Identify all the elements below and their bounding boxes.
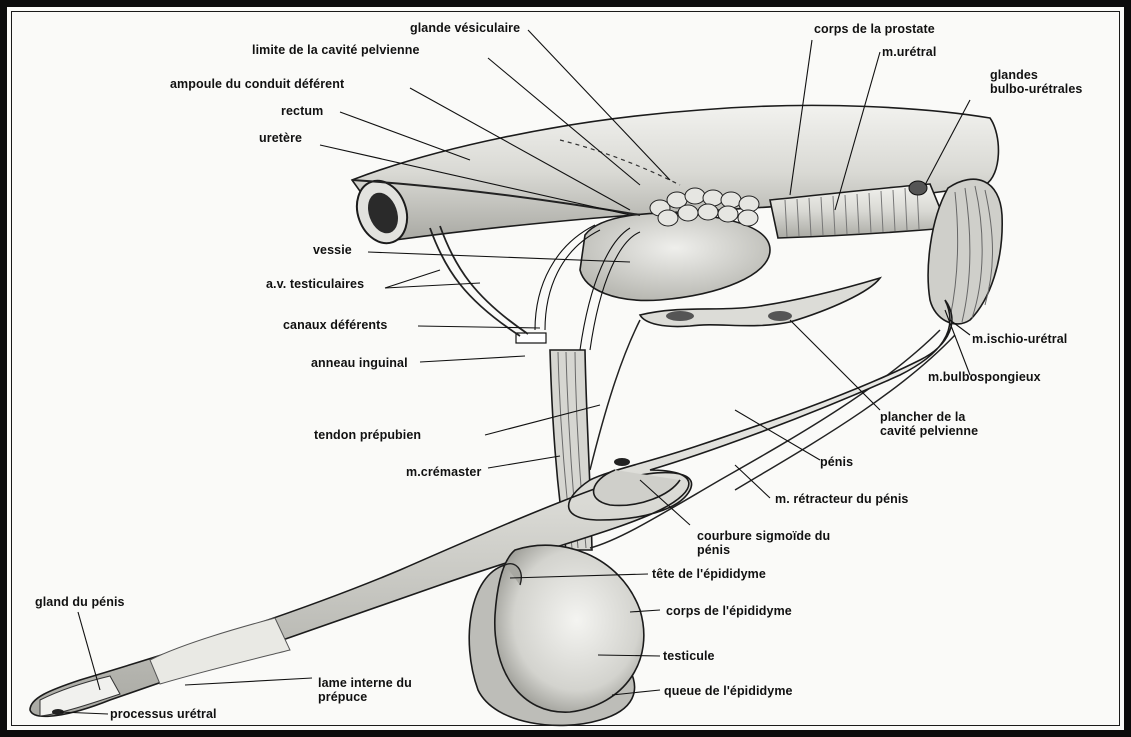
label-corps-prostate: corps de la prostate [814, 22, 935, 36]
label-m-retracteur-penis: m. rétracteur du pénis [775, 492, 909, 506]
label-tete-epididyme: tête de l'épididyme [652, 567, 766, 581]
label-courbure-sigmoide-1: courbure sigmoïde du [697, 529, 830, 543]
label-plancher-1: plancher de la [880, 410, 965, 424]
label-limite-cavite-pelvienne: limite de la cavité pelvienne [252, 43, 420, 57]
label-m-cremaster: m.crémaster [406, 465, 481, 479]
label-lame-interne-2: prépuce [318, 690, 367, 704]
label-queue-epididyme: queue de l'épididyme [664, 684, 793, 698]
label-m-bulbospongieux: m.bulbospongieux [928, 370, 1041, 384]
label-glande-vesiculaire: glande vésiculaire [410, 21, 520, 35]
label-rectum: rectum [281, 104, 323, 118]
label-courbure-sigmoide-2: pénis [697, 543, 730, 557]
label-vessie: vessie [313, 243, 352, 257]
label-ampoule-conduit-deferent: ampoule du conduit déférent [170, 77, 344, 91]
label-m-ischio-uretral: m.ischio-urétral [972, 332, 1067, 346]
label-processus-uretral: processus urétral [110, 707, 217, 721]
label-testicule: testicule [663, 649, 715, 663]
vaisseaux-testiculaires [430, 226, 528, 336]
label-corps-epididyme: corps de l'épididyme [666, 604, 792, 618]
label-bulbo-uretrales: bulbo-urétrales [990, 82, 1083, 96]
label-canaux-deferents: canaux déférents [283, 318, 387, 332]
label-anneau-inguinal: anneau inguinal [311, 356, 408, 370]
label-glandes: glandes [990, 68, 1038, 82]
testicule-shape [469, 545, 644, 725]
label-plancher-2: cavité pelvienne [880, 424, 978, 438]
label-uretere: uretère [259, 131, 302, 145]
label-gland-penis: gland du pénis [35, 595, 125, 609]
label-tendon-prepubien: tendon prépubien [314, 428, 421, 442]
label-penis: pénis [820, 455, 853, 469]
label-m-uretral: m.urétral [882, 45, 936, 59]
vessie-shape [580, 213, 770, 300]
label-lame-interne-1: lame interne du [318, 676, 412, 690]
label-av-testiculaires: a.v. testiculaires [266, 277, 364, 291]
